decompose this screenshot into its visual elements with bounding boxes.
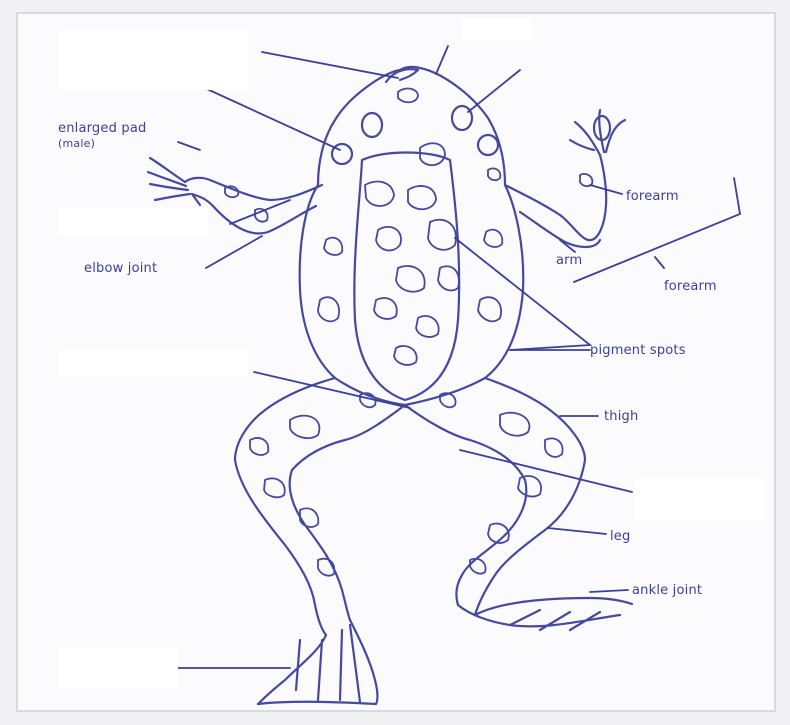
label-elbow-joint: elbow joint [84,262,157,276]
label-thigh: thigh [604,410,638,424]
leader-line-forearm-lower [655,257,664,268]
answer-blank-1 [58,30,248,90]
label-male: (male) [58,138,95,149]
leader-line-elbow [206,236,262,268]
right-thigh [405,378,585,615]
belly-patch [354,153,459,401]
leader-line-top [436,46,448,74]
leader-line-tympanum [196,84,340,150]
label-forearm-upper: forearm [626,190,679,204]
right-eye [452,106,472,130]
answer-blank-4 [58,350,248,376]
label-pigment-spots: pigment spots [590,344,686,358]
answer-blank-3 [58,208,208,236]
leader-line-eye [468,70,520,112]
answer-blank-2 [462,18,532,40]
leader-line-ankle [590,590,628,592]
label-ankle-joint: ankle joint [632,584,702,598]
label-leg: leg [610,530,630,544]
leader-line-pad [178,142,200,150]
label-forearm-lower: forearm [664,280,717,294]
leader-line-leg [548,528,606,534]
answer-blank-6 [58,648,178,688]
snout-outline [386,69,418,82]
left-eye [362,113,382,137]
answer-blank-5 [634,478,764,520]
label-arm: arm [556,254,582,268]
frog-body-outline [300,67,524,405]
left-foot [258,620,377,704]
left-hand [148,158,200,205]
pigment-spot-group [225,89,592,576]
leader-line-knee [460,450,632,492]
left-thigh [235,378,405,635]
enlarged-pad-shape [594,116,610,140]
leader-line-snout [262,52,398,78]
right-tympanum [478,135,498,155]
label-enlarged-pad: enlarged pad [58,122,146,136]
right-foot [458,598,632,630]
